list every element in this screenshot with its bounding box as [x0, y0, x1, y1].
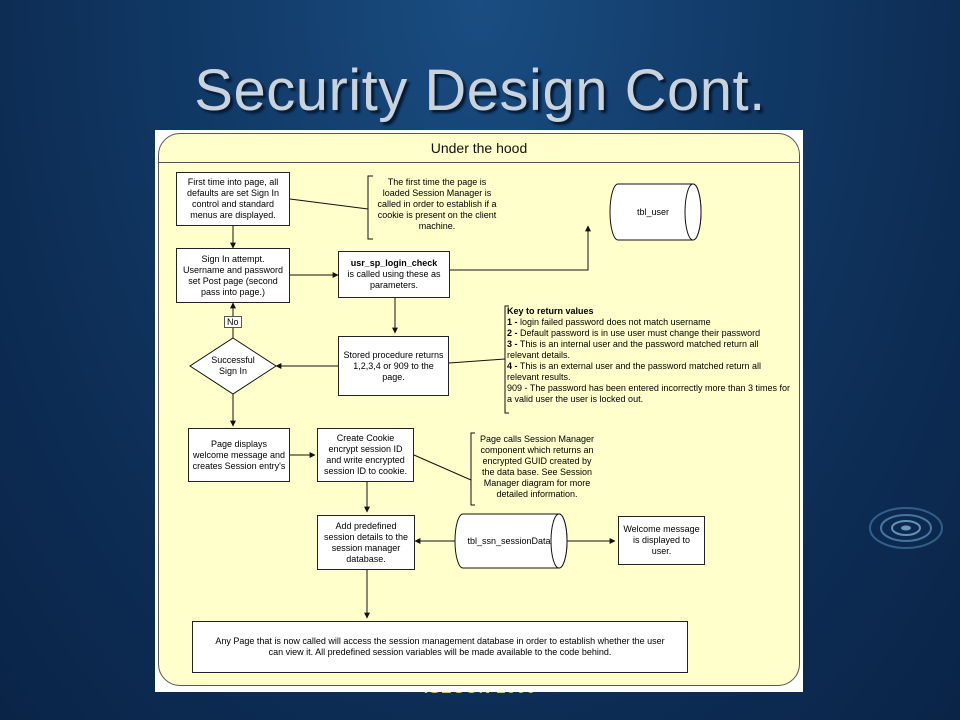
key-item-1: 1 - login failed password does not match…: [507, 317, 711, 327]
first-time-note: The first time the page is loaded Sessio…: [377, 177, 497, 231]
frame-header: Under the hood: [159, 134, 799, 163]
arrow-login-to-tbluser: [450, 225, 591, 271]
tbl-user-label: tbl_user: [636, 207, 670, 217]
tbl-user-cylinder: [609, 183, 702, 241]
line-key-to-storedproc: [448, 358, 506, 364]
return-values-key: Key to return values 1 - login failed pa…: [507, 306, 792, 405]
bracket-session-note: [470, 432, 475, 506]
create-cookie-box: Create Cookie encrypt session ID and wri…: [317, 428, 414, 482]
key-item-2: 2 - Default password is in use user must…: [507, 328, 761, 338]
ripple-decoration: [869, 507, 943, 549]
flowchart-panel: Under the hood: [155, 130, 803, 692]
login-check-box: usr_sp_login_check is called using these…: [338, 251, 450, 298]
key-item-909: 909 - The password has been entered inco…: [507, 383, 790, 404]
login-check-name: usr_sp_login_check: [350, 258, 438, 268]
page-displays-box: Page displays welcome message and create…: [188, 428, 290, 482]
key-item-3: 3 - This is an internal user and the pas…: [507, 339, 759, 360]
line-cookie-to-note: [413, 454, 472, 481]
session-manager-note: Page calls Session Manager component whi…: [479, 434, 595, 499]
sign-in-attempt-box: Sign In attempt. Username and password s…: [176, 248, 290, 303]
any-page-box: Any Page that is now called will access …: [192, 621, 688, 673]
key-item-4: 4 - This is an external user and the pas…: [507, 361, 761, 382]
connector-layer: [189, 175, 702, 619]
slide-title: Security Design Cont.: [194, 58, 766, 123]
first-time-box: First time into page, all defaults are s…: [176, 172, 290, 226]
decision-label: Successful Sign In: [211, 355, 255, 376]
bracket-note: [367, 175, 373, 240]
line-first-to-note: [289, 198, 369, 210]
tbl-ssn-label: tbl_ssn_sessionData: [467, 536, 551, 546]
tbl-ssn-cylinder: [454, 513, 568, 569]
key-title: Key to return values: [507, 306, 594, 316]
no-label: No: [224, 316, 242, 328]
welcome-box: Welcome message is displayed to user.: [618, 516, 705, 565]
stored-procedure-box: Stored procedure returns 1,2,3,4 or 909 …: [338, 336, 449, 396]
decision-diamond: [189, 337, 277, 395]
add-predefined-box: Add predefined session details to the se…: [317, 515, 415, 570]
login-check-text: is called using these as parameters.: [347, 269, 441, 290]
